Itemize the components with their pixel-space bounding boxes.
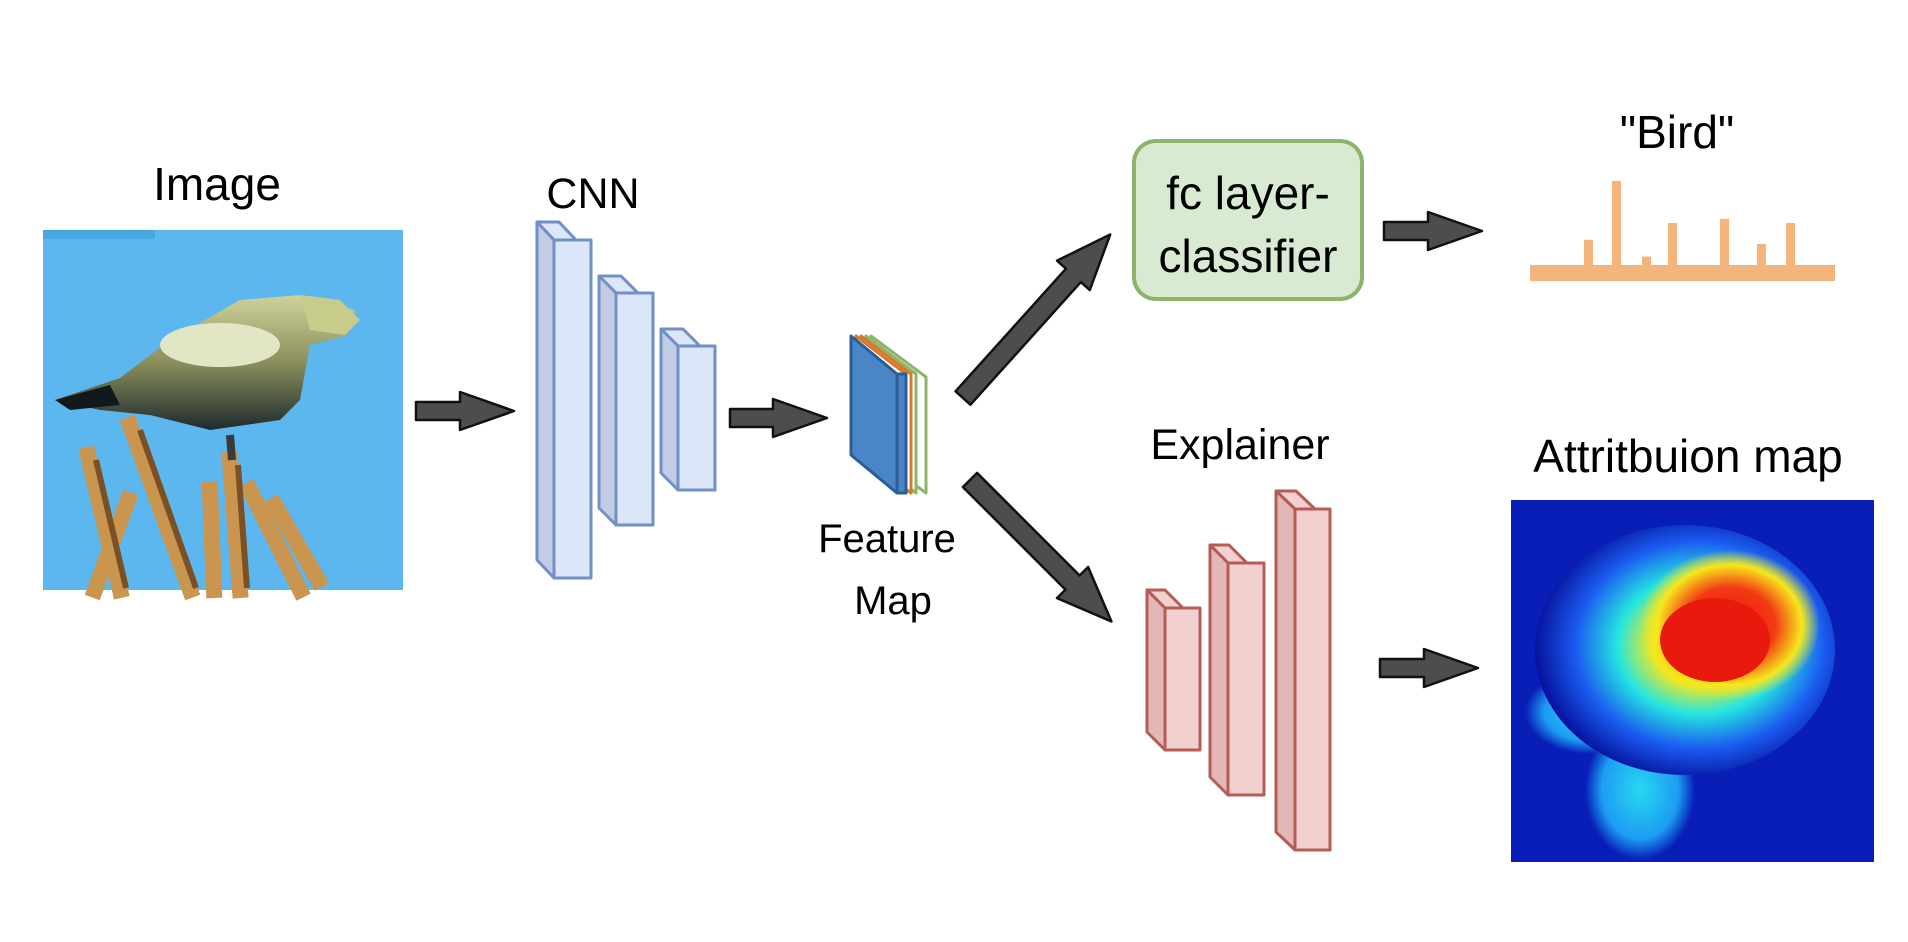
prediction-bar bbox=[1668, 223, 1677, 265]
feature-map-label-line1: Feature bbox=[818, 517, 956, 561]
cnn-label: CNN bbox=[546, 170, 639, 218]
image-label: Image bbox=[153, 158, 281, 210]
explainer-label: Explainer bbox=[1150, 421, 1329, 469]
prediction-bar bbox=[1584, 239, 1593, 265]
arrow-right-icon bbox=[728, 397, 829, 439]
explainer-layer-2 bbox=[1208, 543, 1266, 797]
explainer-stack bbox=[1145, 489, 1332, 852]
fc-label-line1: fc layer- bbox=[1166, 167, 1330, 219]
perch-shadows bbox=[93, 428, 250, 590]
prediction-baseline bbox=[1530, 265, 1835, 281]
arrow-right-icon bbox=[1378, 647, 1480, 689]
sky-strip bbox=[43, 230, 155, 239]
bird bbox=[55, 295, 360, 461]
attribution-heatmap bbox=[1511, 500, 1874, 862]
arrow-down-right-icon bbox=[961, 471, 1113, 623]
feature-map-label-line2: Map bbox=[854, 579, 932, 623]
prediction-bar bbox=[1720, 218, 1729, 265]
prediction-bar bbox=[1612, 181, 1621, 265]
arrow-right-icon bbox=[1382, 210, 1484, 252]
prediction-bar bbox=[1757, 244, 1766, 265]
feature-map bbox=[849, 334, 928, 495]
arrow-right-icon bbox=[414, 390, 516, 432]
attribution-label: Attritbuion map bbox=[1533, 430, 1842, 482]
explainer-layer-1 bbox=[1145, 588, 1202, 752]
cnn-layer-1 bbox=[535, 220, 593, 580]
arrow-up-right-icon bbox=[954, 233, 1112, 406]
fc-classifier-box: fc layer- classifier bbox=[1132, 139, 1364, 301]
input-image bbox=[43, 230, 403, 601]
prediction-label: "Bird" bbox=[1620, 106, 1734, 158]
cnn-stack bbox=[535, 220, 717, 580]
cnn-layer-3 bbox=[659, 327, 717, 492]
prediction-bar bbox=[1642, 256, 1651, 265]
cnn-layer-2 bbox=[597, 274, 655, 527]
prediction-bars bbox=[1530, 181, 1835, 281]
explainer-layer-3 bbox=[1274, 489, 1332, 852]
perch-sticks bbox=[78, 414, 329, 601]
prediction-bar bbox=[1786, 223, 1795, 265]
fc-label-line2: classifier bbox=[1159, 230, 1338, 282]
